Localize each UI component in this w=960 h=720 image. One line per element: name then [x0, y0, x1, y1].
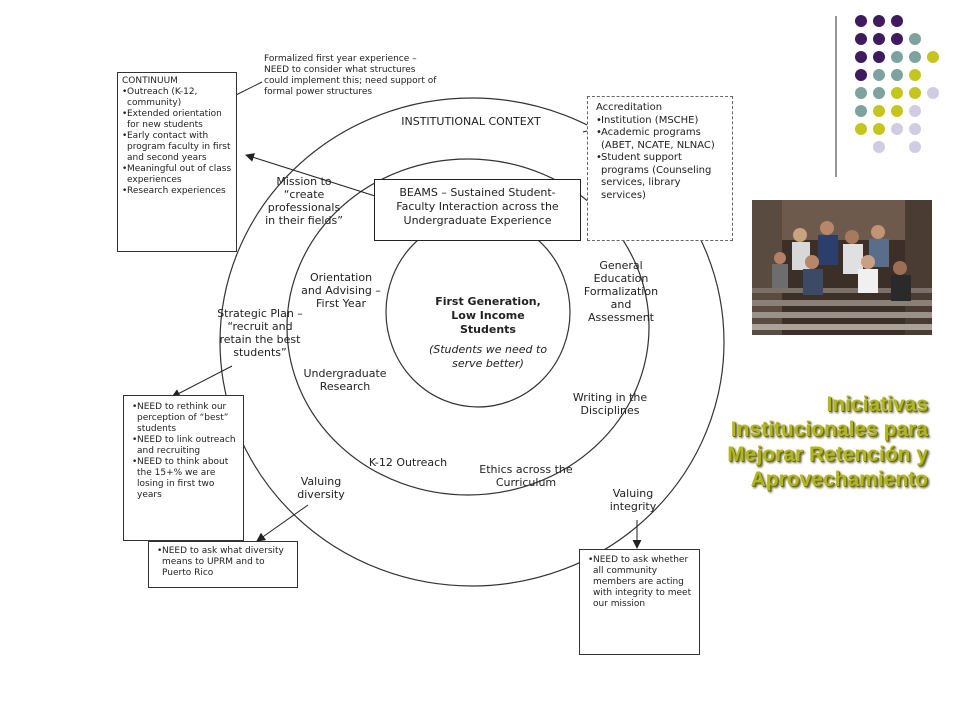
- dot-purple: [891, 33, 903, 45]
- dot-yellow: [909, 69, 921, 81]
- need-diversity-box: NEED to ask what diversity means to UPRM…: [148, 541, 298, 588]
- outer-circle: [219, 97, 725, 587]
- title-line: Aprovechamiento: [750, 468, 928, 491]
- dot-lavender: [909, 141, 921, 153]
- page-title: Iniciativas Institucionales para Mejorar…: [668, 392, 928, 492]
- dot-lavender: [873, 141, 885, 153]
- list-item: Extended orientation for new students: [122, 109, 232, 131]
- list-item: NEED to rethink our perception of “best”…: [132, 402, 238, 435]
- need-diversity-list: NEED to ask what diversity means to UPRM…: [157, 546, 292, 579]
- dot-purple: [891, 15, 903, 27]
- dot-yellow: [873, 123, 885, 135]
- need-best-list: NEED to rethink our perception of “best”…: [132, 402, 238, 501]
- dot-lavender: [909, 105, 921, 117]
- beams-box: BEAMS – Sustained Student-Faculty Intera…: [374, 179, 581, 241]
- dot-purple: [873, 33, 885, 45]
- title-line: Institucionales para: [730, 418, 928, 441]
- list-item: Meaningful out of class experiences: [122, 164, 232, 186]
- dot-purple: [855, 51, 867, 63]
- dot-teal: [855, 105, 867, 117]
- accreditation-box: Accreditation Institution (MSCHE) Academ…: [587, 96, 733, 241]
- dot-lavender: [927, 87, 939, 99]
- undergrad-research-label: Undergraduate Research: [303, 367, 387, 393]
- dot-teal: [909, 51, 921, 63]
- dot-purple: [855, 69, 867, 81]
- dot-yellow: [891, 105, 903, 117]
- dot-teal: [873, 87, 885, 99]
- arrow-strategic-to-need: [171, 365, 233, 398]
- dot-teal: [909, 33, 921, 45]
- accreditation-list: Institution (MSCHE) Academic programs (A…: [596, 115, 726, 203]
- mission-label: Mission to “create professionals in thei…: [265, 175, 343, 227]
- strategic-plan-label: Strategic Plan – “recruit and retain the…: [217, 307, 303, 359]
- dot-yellow: [855, 123, 867, 135]
- line-continuum-to-note: [235, 81, 263, 96]
- center-title: First Generation, Low Income Students: [435, 295, 541, 336]
- list-item: NEED to ask whether all community member…: [588, 555, 694, 610]
- dot-lavender: [891, 123, 903, 135]
- continuum-title: CONTINUUM: [122, 76, 178, 86]
- list-item: Early contact with program faculty in fi…: [122, 131, 232, 164]
- list-item: NEED to ask what diversity means to UPRM…: [157, 546, 292, 579]
- valuing-diversity-label: Valuing diversity: [297, 475, 345, 501]
- list-item: Institution (MSCHE): [596, 115, 726, 128]
- arrow-diversity-to-need: [256, 504, 309, 542]
- list-item: Academic programs (ABET, NCATE, NLNAC): [596, 127, 726, 152]
- dot-yellow: [909, 87, 921, 99]
- writing-label: Writing in the Disciplines: [572, 391, 648, 417]
- orientation-label: Orientation and Advising – First Year: [301, 271, 381, 310]
- list-item: Student support programs (Counseling ser…: [596, 152, 726, 202]
- dot-purple: [855, 15, 867, 27]
- continuum-list: Outreach (K-12, community) Extended orie…: [122, 87, 232, 197]
- list-item: Research experiences: [122, 186, 232, 197]
- ethics-label: Ethics across the Curriculum: [479, 463, 573, 489]
- institutional-context-label: INSTITUTIONAL CONTEXT: [401, 115, 541, 128]
- dot-teal: [873, 69, 885, 81]
- middle-circle: [286, 158, 650, 496]
- title-line: Iniciativas: [826, 393, 928, 416]
- first-year-note: Formalized first year experience – NEED …: [264, 54, 437, 97]
- center-subtitle: (Students we need to serve better): [428, 343, 548, 370]
- dot-purple: [873, 51, 885, 63]
- list-item: NEED to think about the 15+% we are losi…: [132, 457, 238, 501]
- title-line: Mejorar Retención y: [727, 443, 928, 466]
- students-photo: [752, 200, 932, 335]
- arrow-mission-to-continuum: [245, 153, 376, 197]
- dot-teal: [855, 87, 867, 99]
- dot-purple: [873, 15, 885, 27]
- need-integrity-box: NEED to ask whether all community member…: [579, 549, 700, 655]
- need-integrity-list: NEED to ask whether all community member…: [588, 555, 694, 610]
- dot-teal: [891, 51, 903, 63]
- dot-yellow: [927, 51, 939, 63]
- accreditation-title: Accreditation: [596, 102, 663, 113]
- k12-outreach-label: K-12 Outreach: [368, 456, 448, 469]
- dot-yellow: [873, 105, 885, 117]
- dot-lavender: [909, 123, 921, 135]
- decorative-dot-grid: [855, 15, 939, 153]
- need-best-students-box: NEED to rethink our perception of “best”…: [123, 395, 244, 541]
- dot-teal: [891, 69, 903, 81]
- list-item: Outreach (K-12, community): [122, 87, 232, 109]
- beams-text: BEAMS – Sustained Student-Faculty Intera…: [396, 186, 559, 227]
- dot-purple: [855, 33, 867, 45]
- gened-label: General Education Formalization and Asse…: [583, 259, 659, 324]
- dot-yellow: [891, 87, 903, 99]
- list-item: NEED to link outreach and recruiting: [132, 435, 238, 457]
- valuing-integrity-label: Valuing integrity: [609, 487, 657, 513]
- continuum-box: CONTINUUM Outreach (K-12, community) Ext…: [117, 72, 237, 252]
